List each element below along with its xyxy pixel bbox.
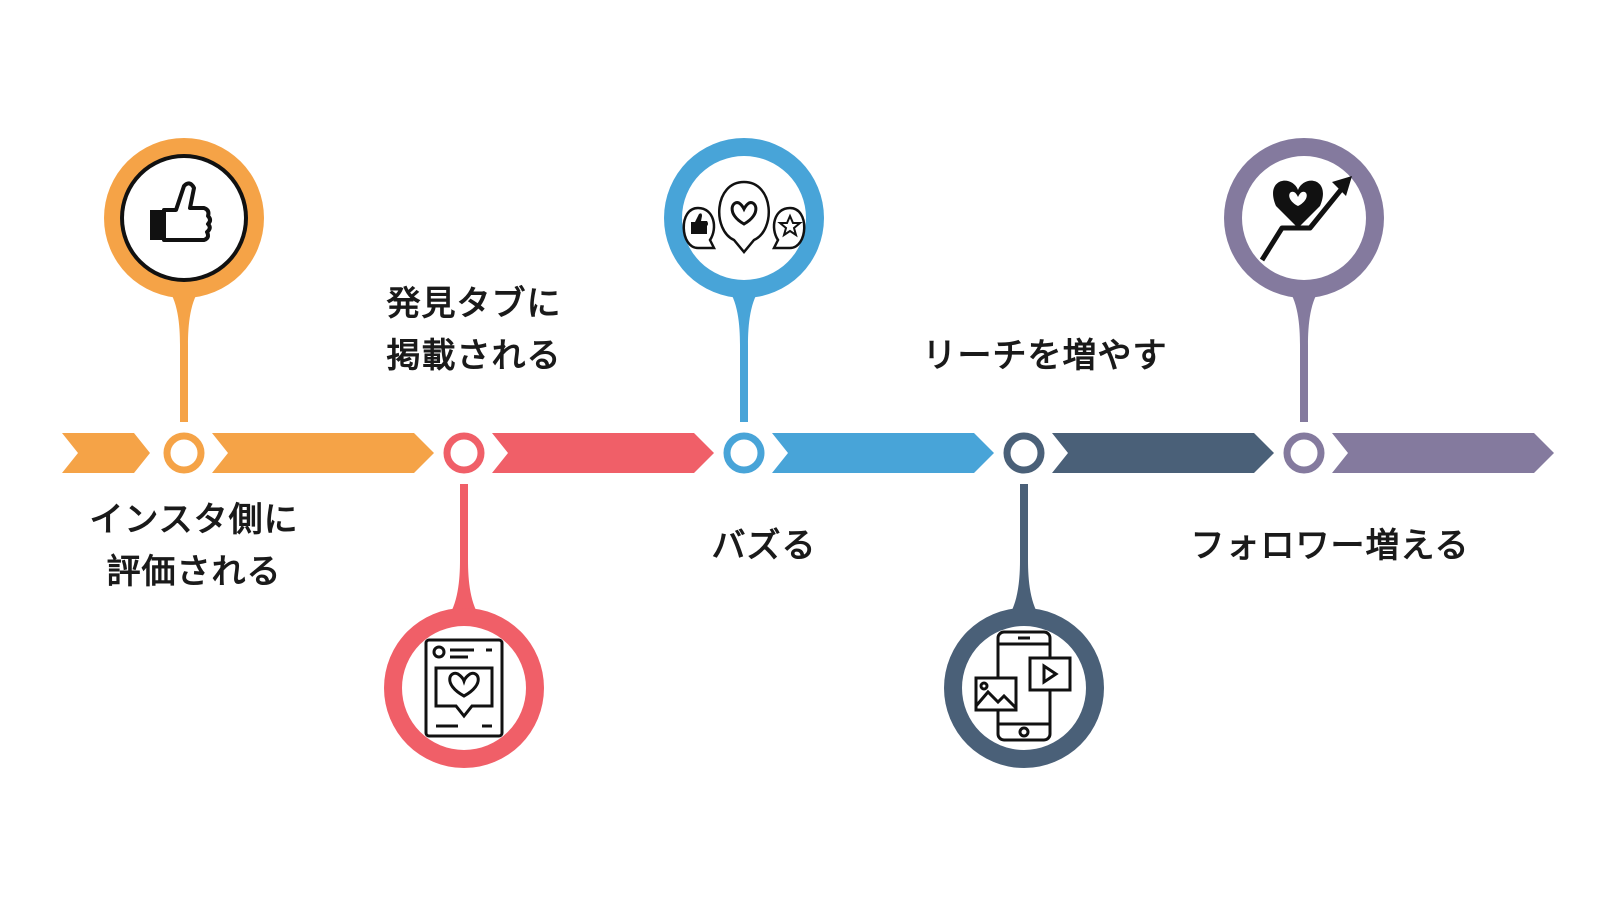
timeline-track bbox=[62, 433, 1554, 473]
step-4-label: リーチを増やす bbox=[895, 330, 1195, 382]
step-5-pin bbox=[1286, 286, 1322, 422]
timeline-segment-lead bbox=[62, 433, 150, 473]
step-1-pin bbox=[166, 286, 202, 422]
step-2-label-line-1: 発見タブに bbox=[386, 284, 562, 324]
thumbs-up-icon bbox=[150, 181, 212, 242]
step-3-node bbox=[723, 432, 765, 474]
step-4-marker bbox=[944, 432, 1104, 768]
step-3-marker bbox=[664, 138, 824, 474]
step-4-label-line-1: リーチを増やす bbox=[922, 336, 1168, 376]
step-1-label-line-2: 評価される bbox=[106, 552, 282, 592]
step-5-node bbox=[1283, 432, 1325, 474]
step-1-marker bbox=[104, 138, 264, 474]
step-3-pin bbox=[726, 286, 762, 422]
step-2-node bbox=[443, 432, 485, 474]
step-1-label: インスタ側に 評価される bbox=[84, 494, 304, 598]
timeline-segment-navy bbox=[1052, 433, 1274, 473]
step-2-pin bbox=[446, 484, 482, 620]
step-2-marker bbox=[384, 432, 544, 768]
step-4-pin bbox=[1006, 484, 1042, 620]
step-4-node bbox=[1003, 432, 1045, 474]
reactions-speech-bubbles-icon bbox=[682, 180, 806, 254]
step-1-node bbox=[163, 432, 205, 474]
step-2-icon-face bbox=[402, 626, 526, 750]
step-3-label-line-1: バズる bbox=[711, 526, 817, 566]
step-2-label-line-2: 掲載される bbox=[386, 336, 562, 376]
step-5-label: フォロワー増える bbox=[1170, 520, 1490, 572]
timeline-segment-orange bbox=[212, 433, 434, 473]
step-2-label: 発見タブに 掲載される bbox=[364, 278, 584, 382]
step-5-marker bbox=[1224, 138, 1384, 474]
post-heart-icon bbox=[424, 638, 504, 738]
timeline-segment-blue bbox=[772, 433, 994, 473]
timeline-segment-red bbox=[492, 433, 714, 473]
step-5-label-line-1: フォロワー増える bbox=[1190, 526, 1470, 566]
smartphone-media-icon bbox=[974, 630, 1072, 742]
step-3-label: バズる bbox=[654, 520, 874, 572]
timeline-segment-purple bbox=[1332, 433, 1554, 473]
step-1-label-line-1: インスタ側に bbox=[89, 500, 299, 540]
growth-heart-arrow-icon bbox=[1259, 176, 1352, 262]
